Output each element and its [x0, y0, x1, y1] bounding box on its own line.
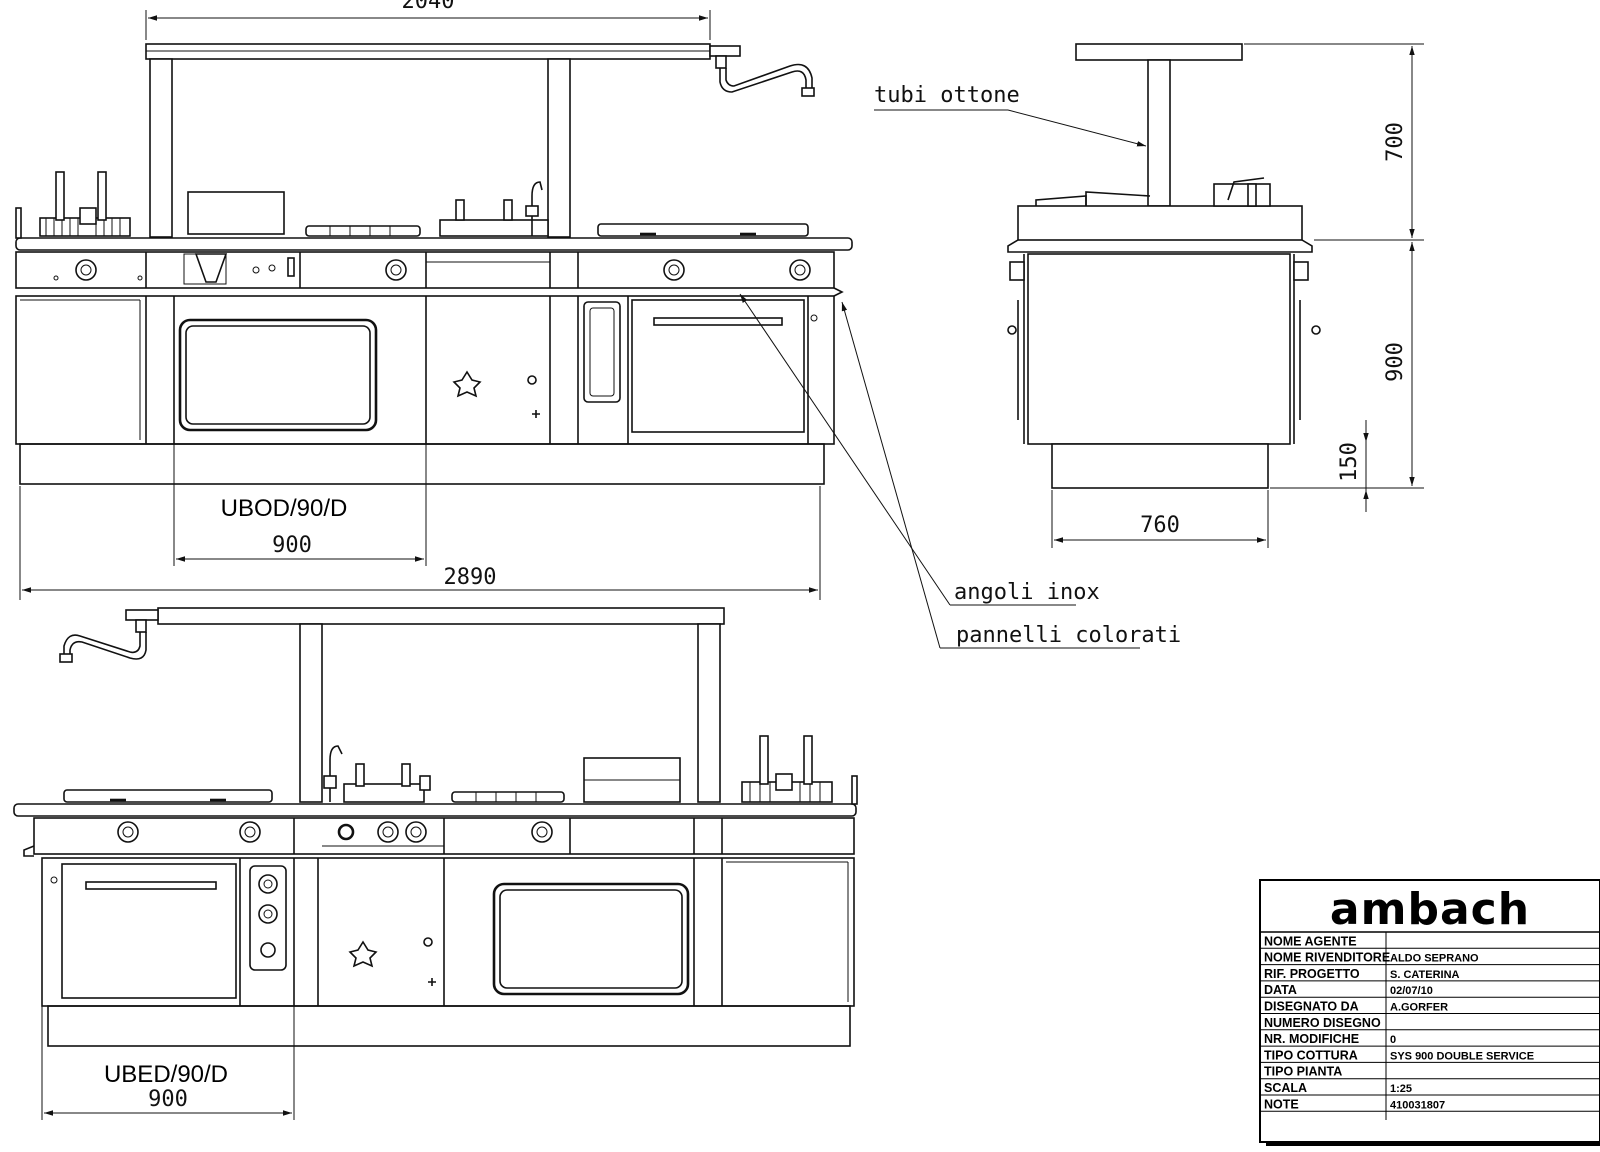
oven-door-lower — [61, 863, 237, 999]
dim-height-top: 700 — [1383, 122, 1408, 162]
side-post — [1147, 59, 1171, 207]
grill-plate-lower — [451, 791, 565, 803]
callout-steel-corners: angoli inox — [954, 580, 1100, 605]
module-label-lower: UBED/90/D — [104, 1061, 228, 1088]
pasta-baskets — [39, 171, 131, 237]
induction-plate-lower — [63, 789, 273, 803]
shelf-post-right — [547, 58, 571, 238]
countertop-lower — [13, 803, 857, 817]
title-block-label: SCALA — [1264, 1081, 1307, 1095]
swing-faucet-top — [709, 45, 815, 97]
sink-with-faucet — [439, 181, 549, 237]
title-block-label: NOTE — [1264, 1097, 1299, 1111]
title-block-value: 02/07/10 — [1390, 985, 1433, 997]
front-view-upper — [15, 10, 853, 600]
front-view-lower — [13, 607, 858, 1120]
dim-height-body: 900 — [1383, 342, 1408, 382]
side-view — [1007, 43, 1424, 548]
side-cabinet — [1027, 253, 1291, 445]
title-block-value: 1:25 — [1390, 1083, 1412, 1095]
dimensions-front-lower — [41, 1006, 295, 1120]
dim-front-width: 2890 — [444, 565, 497, 590]
shelf-post-lower-left — [299, 623, 323, 803]
overhead-shelf-lower — [157, 607, 725, 625]
countertop — [15, 237, 853, 251]
oven-window-lower — [492, 882, 690, 996]
plinth-lower — [47, 1005, 851, 1047]
callout-brass-tubes: tubi ottone — [874, 83, 1020, 108]
cabinet-body-upper — [15, 295, 835, 445]
oven-door-upper — [631, 299, 805, 433]
title-block-label: NR. MODIFICHE — [1264, 1032, 1359, 1046]
shelf-post-left — [149, 58, 173, 238]
plinth-upper — [19, 443, 825, 485]
swing-faucet-lower — [59, 609, 159, 663]
title-block-label: RIF. PROGETTO — [1264, 967, 1360, 981]
title-block-label: NUMERO DISEGNO — [1264, 1016, 1381, 1030]
pasta-baskets-lower — [741, 735, 833, 803]
dim-height-base: 150 — [1337, 442, 1362, 482]
control-knobs-upper — [53, 253, 811, 285]
title-block-value: SYS 900 DOUBLE SERVICE — [1390, 1050, 1534, 1062]
title-block-value: 0 — [1390, 1034, 1396, 1046]
gas-valves-panel — [249, 865, 287, 971]
title-block-value: 410031807 — [1390, 1099, 1445, 1111]
salamander-grill — [187, 191, 285, 235]
title-block-label: DISEGNATO DA — [1264, 1000, 1359, 1014]
door-handle-panel — [583, 301, 621, 403]
induction-plate — [597, 223, 809, 237]
title-block-value: S. CATERINA — [1390, 969, 1460, 981]
star-logo-icon-lower — [348, 940, 378, 968]
title-block-label: TIPO PIANTA — [1264, 1065, 1342, 1079]
title-block-label: NOME RIVENDITORE — [1264, 951, 1390, 965]
side-top-frame — [1017, 205, 1303, 241]
control-band — [15, 251, 835, 289]
control-knobs-lower — [117, 821, 553, 843]
title-block-value: ALDO SEPRANO — [1390, 953, 1479, 965]
dim-module-width-2: 900 — [148, 1087, 188, 1112]
dimensions-front-upper — [19, 10, 821, 600]
callout-colored-panels: pannelli colorati — [956, 623, 1181, 648]
side-plinth — [1051, 443, 1269, 489]
cabinet-body-lower — [41, 857, 855, 1007]
shelf-post-lower-right — [697, 623, 721, 803]
dim-module-width-1: 900 — [272, 533, 312, 558]
title-block-label: DATA — [1264, 983, 1297, 997]
side-shelf — [1075, 43, 1243, 61]
oven-window-upper — [178, 318, 378, 432]
star-logo-icon — [452, 370, 482, 398]
title-block-label: NOME AGENTE — [1264, 934, 1357, 948]
brand-logo: ambach — [1330, 884, 1530, 935]
grill-plate — [305, 225, 421, 237]
dim-top-width: 2040 — [402, 0, 455, 14]
dimensions-side — [1051, 43, 1424, 548]
title-block-label: TIPO COTTURA — [1264, 1048, 1358, 1062]
sink-lower — [323, 745, 431, 803]
callout-leaders — [739, 109, 1147, 649]
module-label-upper: UBOD/90/D — [221, 495, 348, 522]
dimension-labels: 2040 2890 900 900 760 700 900 150 UBOD/9… — [104, 0, 1408, 1112]
dim-side-depth: 760 — [1140, 513, 1180, 538]
title-block-value: A.GORFER — [1390, 1002, 1448, 1014]
